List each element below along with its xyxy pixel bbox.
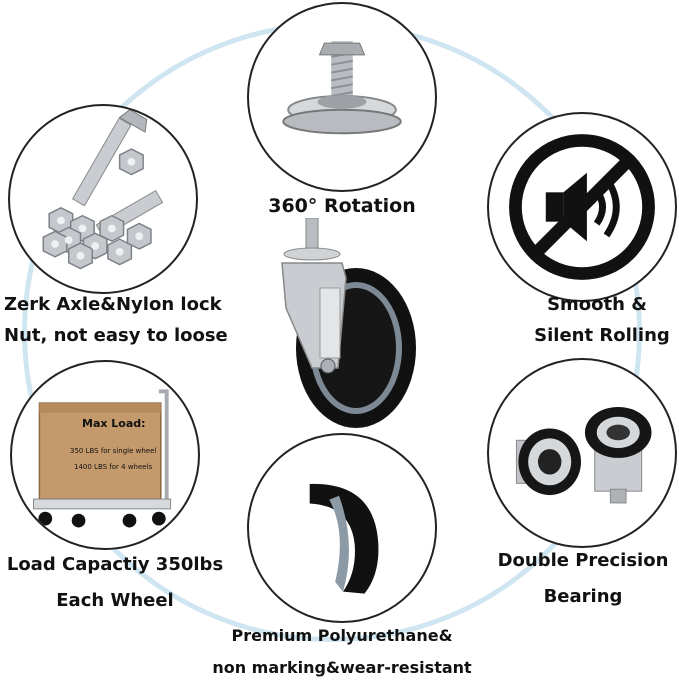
tread-label-line2: non marking&wear-resistant	[212, 658, 472, 677]
silent-circle	[487, 112, 677, 302]
cart-box-icon	[33, 389, 172, 528]
rotation-label: 360° Rotation	[268, 195, 416, 217]
bolts-nuts-icon	[42, 109, 164, 270]
caster-wheel-icon	[281, 217, 416, 428]
box-title: Max Load:	[82, 417, 146, 430]
load-circle: Max Load: 350 LBS for single wheel 1400 …	[10, 360, 200, 550]
axle-label-line1: Zerk Axle&Nylon lock	[4, 294, 222, 315]
axle-label-line2: Nut, not easy to loose	[4, 325, 228, 346]
load-label-line2: Each Wheel	[56, 590, 174, 611]
tread-icon	[309, 483, 379, 594]
mute-speaker-icon	[509, 134, 655, 280]
rotation-circle	[247, 2, 437, 192]
bolt-plate-icon	[282, 41, 402, 135]
load-label-line1: Load Capactiy 350lbs	[6, 554, 224, 575]
tread-circle	[247, 433, 437, 623]
tread-label-line1: Premium Polyurethane&	[231, 626, 453, 645]
bearing-circle	[487, 358, 677, 548]
bearing-label-line2: Bearing	[543, 586, 623, 607]
axle-circle	[8, 104, 198, 294]
box-line2: 1400 LBS for 4 wheels	[74, 463, 153, 471]
silent-label-line2: Silent Rolling	[534, 325, 670, 346]
bearing-label-line1: Double Precision	[497, 550, 669, 571]
bearing-icon	[515, 406, 652, 504]
silent-label-line1: Smooth &	[547, 294, 647, 315]
box-line1: 350 LBS for single wheel	[70, 447, 157, 455]
caster-wheel-image	[268, 217, 418, 433]
